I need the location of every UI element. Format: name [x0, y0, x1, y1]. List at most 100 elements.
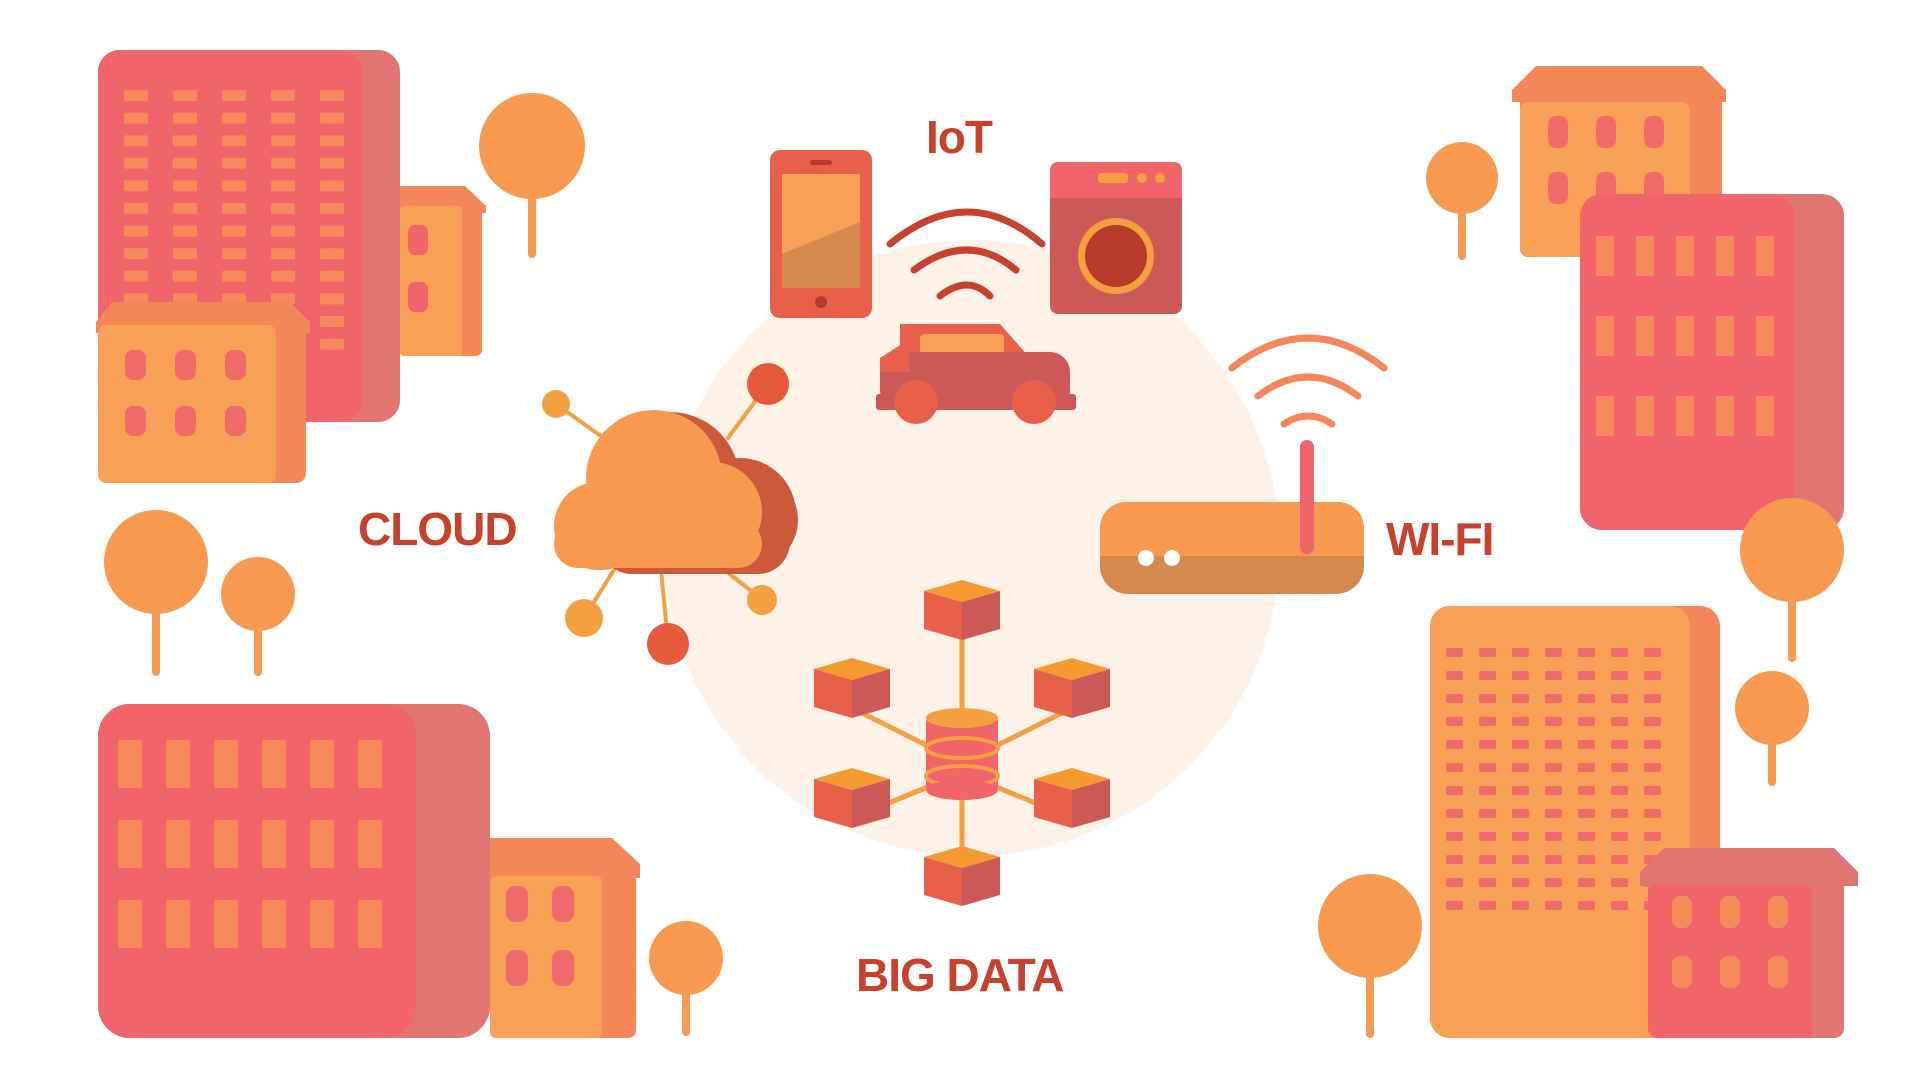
- window: [125, 350, 146, 380]
- window: [1512, 901, 1529, 910]
- window: [1716, 396, 1734, 436]
- window: [1479, 763, 1496, 772]
- window: [1512, 878, 1529, 887]
- window: [124, 248, 148, 260]
- window: [1479, 809, 1496, 818]
- window: [175, 406, 196, 436]
- window: [222, 90, 246, 101]
- washing-machine-icon: [1050, 162, 1182, 314]
- window: [173, 293, 197, 305]
- window: [271, 225, 295, 237]
- window: [1545, 878, 1562, 887]
- window: [1446, 809, 1463, 818]
- building-bottom-right-tall: [1430, 606, 1720, 1038]
- window: [166, 740, 190, 788]
- tree-icon: [1735, 671, 1809, 786]
- data-cube: [814, 768, 890, 829]
- window: [124, 225, 148, 237]
- window: [1545, 832, 1562, 841]
- window: [1611, 763, 1628, 772]
- window: [1636, 316, 1654, 356]
- window: [320, 203, 344, 214]
- window: [214, 900, 238, 948]
- window: [173, 112, 197, 124]
- window: [320, 112, 344, 124]
- window: [1446, 671, 1463, 680]
- window: [173, 203, 197, 214]
- window: [1756, 236, 1774, 276]
- window: [1578, 694, 1595, 703]
- window: [1479, 717, 1496, 726]
- window: [222, 135, 246, 147]
- window: [1596, 236, 1614, 276]
- window: [1676, 396, 1694, 436]
- window: [320, 293, 344, 305]
- window: [271, 135, 295, 147]
- cloud-label: CLOUD: [358, 503, 518, 555]
- window: [271, 157, 295, 169]
- window: [1512, 786, 1529, 795]
- window: [1611, 671, 1628, 680]
- window: [1545, 740, 1562, 749]
- window: [1756, 316, 1774, 356]
- window: [1446, 763, 1463, 772]
- window: [262, 900, 286, 948]
- window: [1479, 740, 1496, 749]
- building-top-left-small: [400, 186, 486, 356]
- window: [310, 740, 334, 788]
- window: [1545, 855, 1562, 864]
- data-cube: [924, 580, 1000, 641]
- window: [320, 135, 344, 147]
- tree-icon: [104, 510, 208, 676]
- window: [1545, 809, 1562, 818]
- window: [1512, 855, 1529, 864]
- building-top-left-front: [96, 302, 310, 483]
- window: [222, 248, 246, 260]
- window: [222, 293, 246, 305]
- window: [310, 820, 334, 868]
- window: [1479, 832, 1496, 841]
- window: [1676, 316, 1694, 356]
- tree-icon: [649, 921, 723, 1036]
- window: [1512, 809, 1529, 818]
- window: [358, 900, 382, 948]
- window: [262, 820, 286, 868]
- window: [358, 820, 382, 868]
- window: [124, 135, 148, 147]
- tree-icon: [479, 93, 585, 258]
- window: [173, 135, 197, 147]
- window: [1578, 832, 1595, 841]
- window: [175, 350, 196, 380]
- window: [1479, 878, 1496, 887]
- window: [1611, 740, 1628, 749]
- window: [1512, 763, 1529, 772]
- window: [166, 900, 190, 948]
- data-cube: [1034, 658, 1110, 719]
- window: [1636, 396, 1654, 436]
- window: [118, 900, 142, 948]
- window: [1676, 236, 1694, 276]
- big-data-label: BIG DATA: [856, 949, 1064, 1001]
- window: [225, 406, 246, 436]
- window: [222, 157, 246, 169]
- window: [271, 293, 295, 305]
- window: [1644, 763, 1661, 772]
- window: [1578, 717, 1595, 726]
- window: [173, 90, 197, 101]
- window: [173, 157, 197, 169]
- window: [1636, 236, 1654, 276]
- window: [1578, 878, 1595, 887]
- window: [1611, 648, 1628, 657]
- window: [1479, 648, 1496, 657]
- window: [1596, 316, 1614, 356]
- window: [1446, 786, 1463, 795]
- building-bottom-left-big: [98, 704, 490, 1038]
- window: [320, 157, 344, 169]
- window: [118, 820, 142, 868]
- wifi-router-icon: [1100, 440, 1364, 594]
- building-top-right-tall: [1580, 194, 1844, 530]
- window: [271, 248, 295, 260]
- window: [222, 270, 246, 282]
- window: [118, 740, 142, 788]
